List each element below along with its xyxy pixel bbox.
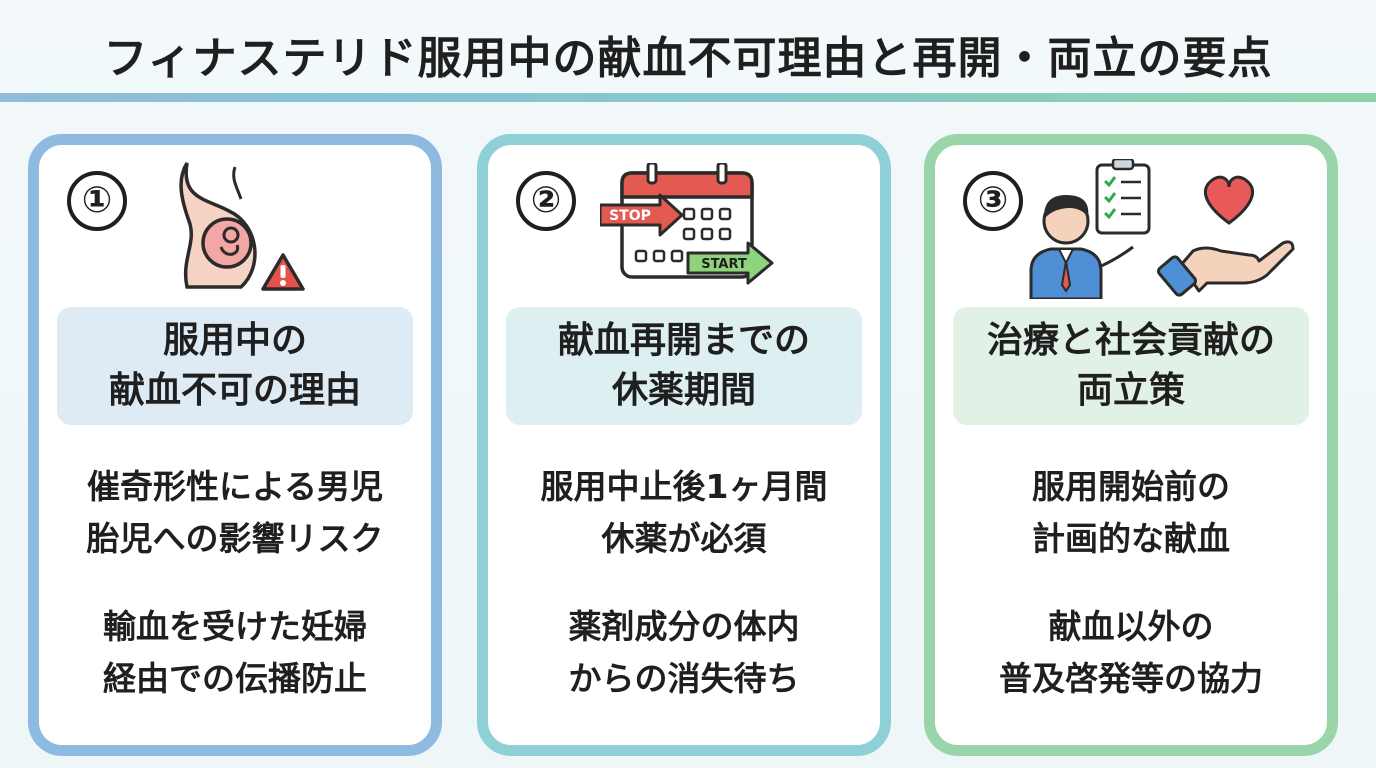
card-point-1: 服用開始前の 計画的な献血 (1032, 467, 1230, 558)
start-label: START (701, 257, 747, 272)
card-point-2: 献血以外の 普及啓発等の協力 (999, 607, 1263, 698)
card-point-1: 服用中止後1ヶ月間 休薬が必須 (540, 467, 828, 558)
card-heading: 献血再開までの 休薬期間 (506, 307, 862, 425)
card-balance-strategy: ③ (924, 134, 1338, 756)
stop-label: STOP (609, 208, 651, 224)
card-point-1: 催奇形性による男児 胎児への影響リスク (86, 467, 384, 558)
card-number: ① (67, 171, 127, 231)
card-heading: 治療と社会貢献の 両立策 (953, 307, 1309, 425)
calendar-stop-start-icon: STOP START (600, 163, 774, 285)
card-resumption-period: ② STOP START 献血再開までの 休薬期 (477, 134, 891, 756)
person-checklist-heart-hand-icon (1029, 159, 1295, 299)
card-point-2: 薬剤成分の体内 からの消失待ち (568, 607, 800, 698)
card-number: ② (516, 171, 576, 231)
card-heading: 服用中の 献血不可の理由 (57, 307, 413, 425)
title-divider (0, 93, 1376, 102)
pregnancy-warning-icon (179, 162, 305, 291)
card-donation-ineligibility: ① 服用中の 献血不可の理由 催奇形性による男児 胎児への影響リスク 輸血を受け… (28, 134, 442, 756)
card-number: ③ (963, 171, 1023, 231)
page-title: フィナステリド服用中の献血不可理由と再開・両立の要点 (103, 33, 1273, 84)
card-point-2: 輸血を受けた妊婦 経由での伝播防止 (103, 607, 367, 698)
